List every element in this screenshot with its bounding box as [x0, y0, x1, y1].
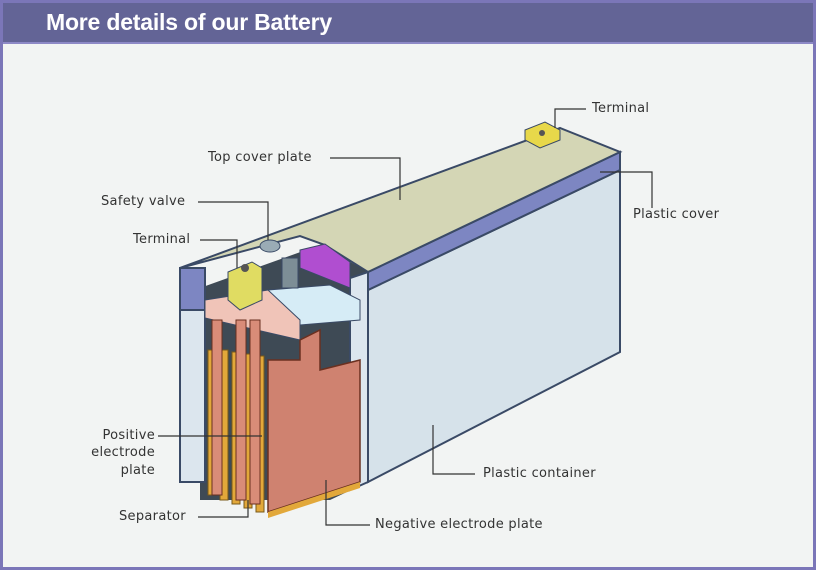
- label-terminal-top: Terminal: [592, 101, 650, 116]
- page-frame: More details of our Battery: [3, 3, 813, 567]
- label-positive-electrode-3: plate: [120, 463, 155, 478]
- electrode-plates: [207, 319, 265, 513]
- valve-post: [281, 257, 299, 289]
- safety-valve: [259, 239, 281, 253]
- leader-lines: [158, 108, 653, 526]
- label-safety-valve: Safety valve: [101, 194, 186, 209]
- label-positive-electrode-2: electrode: [91, 445, 155, 460]
- plate-bottom-edge: [268, 482, 360, 518]
- label-plastic-container: Plastic container: [483, 466, 596, 481]
- vent-block: [299, 243, 351, 289]
- label-terminal-left: Terminal: [133, 232, 191, 247]
- label-positive-electrode-1: Positive: [102, 428, 155, 443]
- negative-electrode-plate: [267, 328, 361, 514]
- left-cover-edge: [179, 267, 206, 311]
- header-bar: More details of our Battery: [3, 3, 813, 44]
- label-separator: Separator: [119, 509, 186, 524]
- label-plastic-cover: Plastic cover: [633, 207, 720, 222]
- page-title: More details of our Battery: [46, 9, 332, 35]
- label-top-cover-plate: Top cover plate: [208, 150, 312, 165]
- label-negative-electrode-plate: Negative electrode plate: [375, 517, 543, 532]
- terminal-left: [227, 261, 263, 311]
